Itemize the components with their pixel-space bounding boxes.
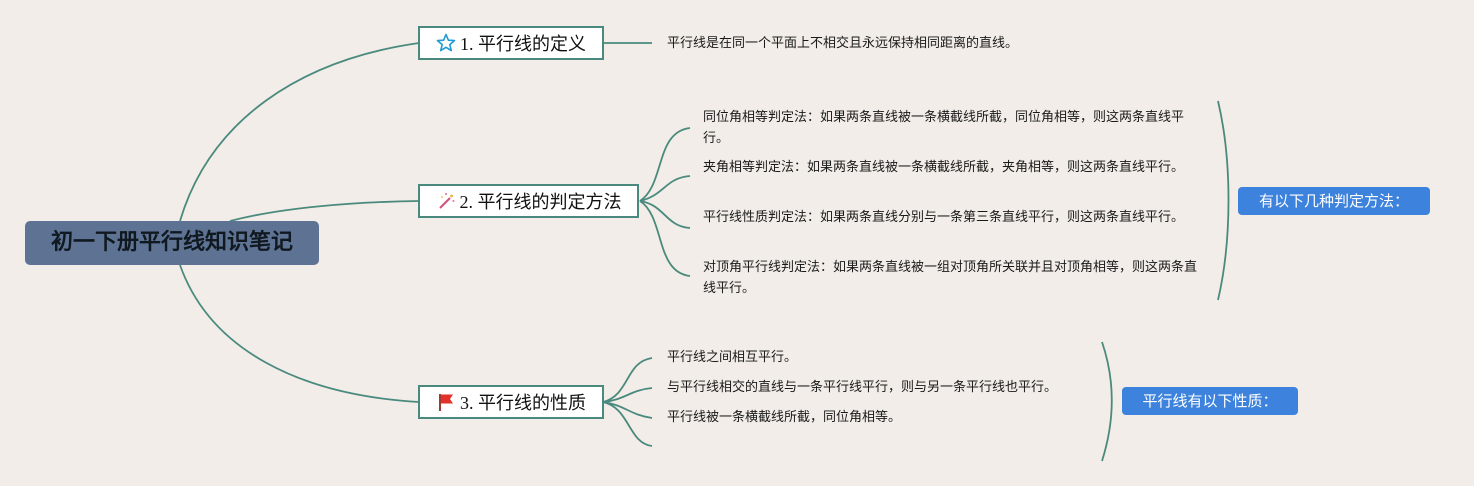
criteria-summary[interactable]: 有以下几种判定方法： — [1238, 187, 1430, 215]
star-icon — [436, 33, 456, 53]
branch-label: 2. 平行线的判定方法 — [459, 192, 622, 212]
branch-label: 3. 平行线的性质 — [460, 393, 586, 413]
criteria-item[interactable]: 夹角相等判定法：如果两条直线被一条横截线所截，夹角相等，则这两条直线平行。 — [703, 160, 1185, 175]
property-item[interactable]: 与平行线相交的直线与一条平行线平行，则与另一条平行线也平行。 — [667, 380, 1058, 395]
magic-wand-icon — [436, 191, 456, 211]
criteria-item[interactable]: 对顶角平行线判定法：如果两条直线被一组对顶角所关联并且对顶角相等，则这两条直线平… — [703, 260, 1198, 296]
root-topic[interactable]: 初一下册平行线知识笔记 — [25, 221, 319, 265]
criteria-item[interactable]: 同位角相等判定法：如果两条直线被一条横截线所截，同位角相等，则这两条直线平行。 — [703, 110, 1185, 146]
definition-text[interactable]: 平行线是在同一个平面上不相交且永远保持相同距离的直线。 — [667, 36, 1019, 51]
property-item[interactable]: 平行线之间相互平行。 — [667, 350, 798, 365]
property-item[interactable]: 平行线被一条横截线所截，同位角相等。 — [667, 410, 902, 425]
properties-summary[interactable]: 平行线有以下性质： — [1122, 387, 1298, 415]
criteria-item[interactable]: 平行线性质判定法：如果两条直线分别与一条第三条直线平行，则这两条直线平行。 — [703, 210, 1185, 225]
branch-definition[interactable]: 1. 平行线的定义 — [418, 26, 604, 60]
branch-criteria[interactable]: 2. 平行线的判定方法 — [418, 184, 639, 218]
branch-label: 1. 平行线的定义 — [460, 34, 586, 54]
branch-properties[interactable]: 3. 平行线的性质 — [418, 385, 604, 419]
red-flag-icon — [436, 392, 456, 412]
